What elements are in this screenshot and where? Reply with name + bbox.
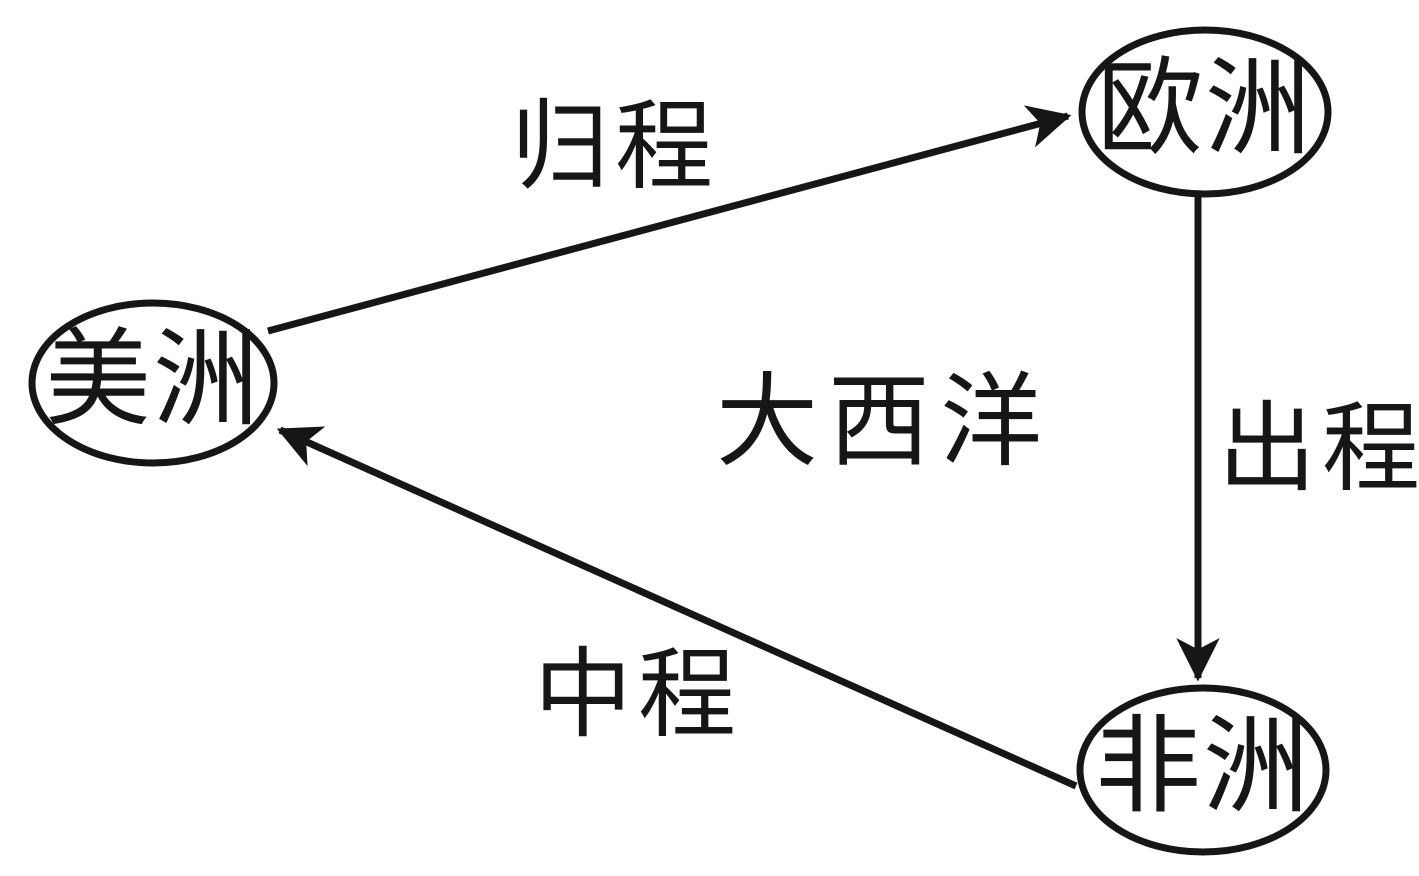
node-label-africa: 非洲: [1095, 708, 1311, 826]
node-label-america: 美洲: [45, 321, 261, 439]
node-ellipse-america: [28, 299, 278, 467]
ocean-label-atlantic: 大西洋: [716, 367, 1052, 480]
edge-return-america-to-europe: [267, 105, 1072, 335]
edge-label-outward-leg: 出程: [1217, 396, 1419, 504]
node-label-europe: 欧洲: [1097, 50, 1313, 168]
edge-label-middle-leg: 中程: [533, 642, 743, 750]
edge-middle-africa-to-america: [276, 426, 1078, 790]
node-ellipse-europe: [1078, 26, 1332, 198]
node-ellipse-africa: [1076, 684, 1330, 856]
edge-label-return-leg: 归程: [510, 94, 720, 202]
